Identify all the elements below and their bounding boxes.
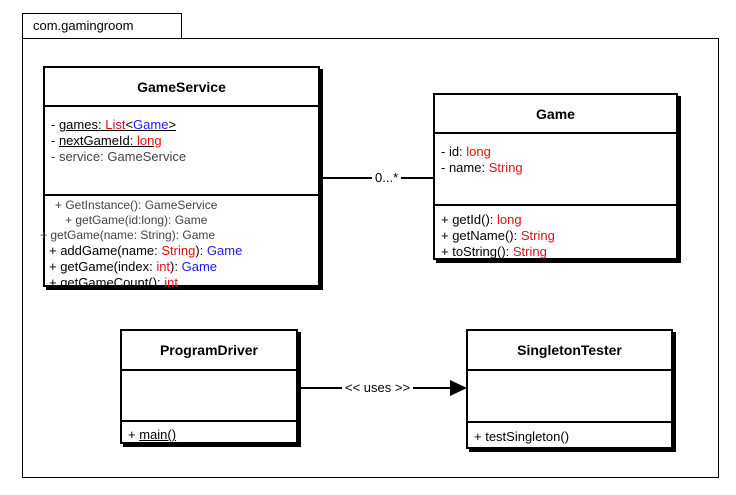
attributes-section: - id: long - name: String xyxy=(435,134,676,206)
method-add-game: + addGame(name: String): Game xyxy=(49,243,243,258)
class-singleton-tester[interactable]: SingletonTester + testSingleton() xyxy=(466,329,673,449)
method-main: + main() xyxy=(128,427,177,442)
package-tab: com.gamingroom xyxy=(22,13,182,39)
method-get-id: + getId(): long xyxy=(441,212,522,227)
attributes-section xyxy=(468,371,671,423)
attribute-id: - id: long xyxy=(441,144,491,159)
class-program-driver[interactable]: ProgramDriver + main() xyxy=(120,329,298,444)
methods-section: + main() xyxy=(122,422,296,447)
method-get-game-by-name: + getGame(name: String): Game xyxy=(40,228,216,242)
attributes-section: - games: List<Game> - nextGameId: long -… xyxy=(45,107,318,196)
method-get-game-by-id: + getGame(id:long): Game xyxy=(65,213,208,227)
class-title: SingletonTester xyxy=(468,331,671,371)
method-get-game-by-index: + getGame(index: int): Game xyxy=(49,259,218,274)
class-title: GameService xyxy=(45,68,318,107)
attribute-next-game-id: - nextGameId: long xyxy=(51,133,162,148)
method-get-name: + getName(): String xyxy=(441,228,555,243)
attribute-name: - name: String xyxy=(441,160,523,175)
dependency-arrowhead xyxy=(450,380,467,396)
methods-section: + getId(): long + getName(): String + to… xyxy=(435,206,676,264)
dependency-label: << uses >> xyxy=(342,380,414,395)
attribute-service: - service: GameService xyxy=(51,149,187,164)
method-get-game-count: + getGameCount(): int xyxy=(49,275,178,290)
association-multiplicity: 0...* xyxy=(372,170,402,185)
methods-section: + testSingleton() xyxy=(468,423,671,449)
class-title: Game xyxy=(435,95,676,134)
class-game[interactable]: Game - id: long - name: String + getId()… xyxy=(433,93,678,260)
method-to-string: + toString(): String xyxy=(441,244,547,259)
method-test-singleton: + testSingleton() xyxy=(474,429,570,444)
methods-section: + GetInstance(): GameService + getGame(i… xyxy=(40,196,318,295)
class-title: ProgramDriver xyxy=(122,331,296,371)
package-name: com.gamingroom xyxy=(33,18,134,33)
attribute-games: - games: List<Game> xyxy=(51,117,177,132)
class-game-service[interactable]: GameService - games: List<Game> - nextGa… xyxy=(40,66,320,290)
attributes-section xyxy=(122,371,296,422)
method-get-instance: + GetInstance(): GameService xyxy=(55,198,218,212)
